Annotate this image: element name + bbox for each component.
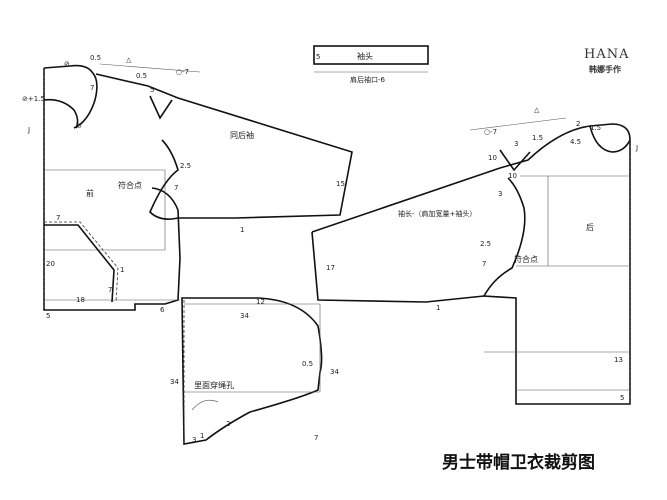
back-m13: 13 [614,356,623,364]
back-sleeve-dart [149,95,173,120]
front-mark-pocket7b: 7 [108,286,112,294]
back-m15: 1.5 [532,134,543,142]
hood-m2: 2 [226,420,230,428]
hood-m7: 7 [314,434,318,442]
front-pocket [44,221,119,303]
cuff-rect [313,45,429,65]
back-m10b: 10 [508,172,517,180]
back-neck [589,125,631,153]
back-dim-top [469,117,567,131]
back-m2: 2 [576,120,580,128]
back-circle: ○-7 [484,128,497,136]
back-m7: 7 [482,260,486,268]
back-m45: 4.5 [570,138,581,146]
front-mark-pocket1: 1 [120,266,124,274]
back-m3: 3 [514,140,518,148]
hood-m1: 1 [200,432,204,440]
front-mark-sym2: ⊘+1.5 [22,95,45,103]
back-j: J [635,144,638,152]
cuff-note: 肩后袖口-6 [350,75,386,84]
back-sleeve-circle: ○-7 [176,68,189,76]
back-sleeve-m5: 5 [150,86,154,94]
back-sleeve-underline [311,231,485,303]
back-sleeve-delta: △ [126,56,132,64]
hood-m34top: 34 [240,312,249,320]
hood-outline [181,297,323,445]
back-outline [311,123,631,405]
hood-m3: 3 [192,436,196,444]
front-mark-neck7: 7 [90,84,94,92]
brand-subtitle: 韩娜手作 [589,64,621,74]
back-sleeve-m1: 1 [240,226,244,234]
front-mark-hem18: 18 [76,296,85,304]
back-notch-label: 符合点 [514,254,538,264]
front-mark-hem5: 5 [46,312,50,320]
front-mark-pocket7: 7 [56,214,60,222]
cuff-piece: 袖头 5 肩后袖口-6 [313,45,429,84]
front-mark-hem6: 6 [160,306,165,314]
front-mark-sym: ⊘ [64,60,70,68]
front-notch-label: 符合点 [118,180,142,190]
back-label: 后 [586,222,594,232]
front-mark-symneck: ⊘ [76,122,82,130]
cuff-label: 袖头 [357,51,373,61]
front-piece: 前 符合点 0.5 ⊘ ⊘+1.5 7 ⊘ J 7 20 1 7 18 5 6 … [22,54,181,320]
back-m25: 2.5 [480,240,491,248]
back-sleeve-outline [95,73,353,220]
back-piece: 后 符合点 袖长-（肩加宽量+袖头） △ ○-7 2 1.5 4.5 1.5 J… [311,106,638,405]
front-mark-j: J [27,126,30,134]
cuff-mark-left: 5 [316,53,320,61]
front-mark-top: 0.5 [90,54,101,62]
front-mark-side7: 7 [174,184,178,192]
back-dart [499,149,531,172]
hood-piece: 里面穿绳孔 12 34 34 34 0.5 2 1 3 7 [170,297,339,445]
back-sleeve-label: 袖长-（肩加宽量+袖头） [398,209,476,218]
hood-m05: 0.5 [302,360,313,368]
diagram-title: 男士带帽卫衣裁剪图 [442,452,595,473]
back-sleeve-m25: 2.5 [180,162,191,170]
front-mark-pocket20: 20 [46,260,55,268]
back-m3b: 3 [498,190,502,198]
front-neck [43,98,79,129]
back-m5: 5 [620,394,624,402]
hood-m34right: 34 [330,368,339,376]
hood-m12: 12 [256,298,265,306]
back-m1: 1 [436,304,440,312]
hood-m34left: 34 [170,378,179,386]
back-sleeve-m15: 15 [336,180,345,188]
back-sleeve-m05: 0.5 [136,72,147,80]
back-m17: 17 [326,264,335,272]
front-pocket-edge [44,224,115,303]
front-outline [43,64,181,311]
back-m15b: 1.5 [590,124,601,132]
back-sleeve-piece: 同后袖 △ ○-7 0.5 5 2.5 15 1 [95,56,353,234]
hood-drawstring [191,399,219,411]
hood-label: 里面穿绳孔 [194,380,234,390]
back-sleeve-label: 同后袖 [230,130,254,140]
brand-logo: HANA [584,47,630,62]
front-label: 前 [86,188,94,198]
back-m10: 10 [488,154,497,162]
back-sleeve-dim [99,63,201,73]
back-delta: △ [534,106,540,114]
